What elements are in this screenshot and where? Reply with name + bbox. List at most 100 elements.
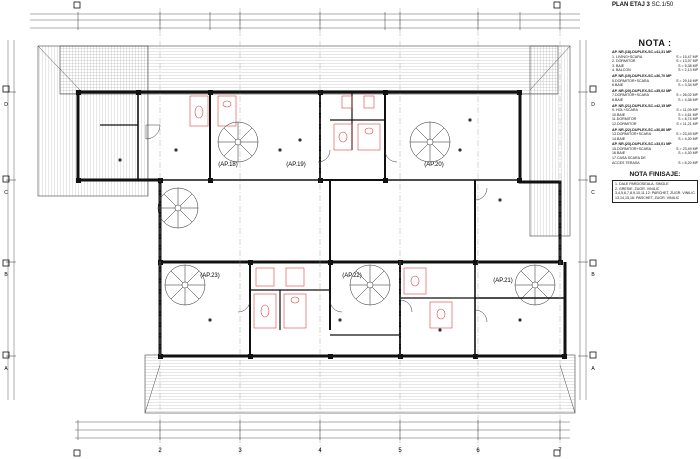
spiral-stair-ap23: [164, 264, 206, 306]
nota-room-label: 2. DORMITOR: [612, 59, 636, 64]
grid-row-label-left: B: [4, 272, 8, 278]
nota-section-header: AP. NR.(19)-DUPLEX-SC.=36,70 MP: [612, 73, 672, 78]
nota-area-row: 12.DORMITOR S = 11,21 MP: [612, 122, 698, 127]
grid-column-label: 3: [238, 448, 242, 454]
grid-row-label-left: D: [4, 102, 8, 108]
nota-room-area: S = 29,16 MP: [676, 78, 698, 83]
structural-columns: [76, 90, 567, 359]
nota-room-label: 15.DORMITOR+SCARA: [612, 146, 651, 151]
grid-row-label-right: D: [591, 102, 595, 108]
nota-room-label: 5.DORMITOR+SCARA: [612, 78, 649, 83]
apartment-label: (AP.22): [342, 273, 362, 279]
roof-eaves: [37, 45, 576, 414]
nota-room-area: S = 6,20 MP: [678, 160, 698, 165]
nota-room-area: S = 11,09 MP: [676, 108, 698, 113]
nota-section-header: AP. NR.(21)-DUPLEX-SC.=42,15 MP: [612, 103, 672, 108]
dimension-ticks: [6, 12, 588, 440]
nota-room-area: S = 15,47 MP: [676, 54, 698, 59]
apartment-label: (AP.23): [200, 273, 220, 279]
nota-finisaje-title: NOTA FINISAJE:: [629, 171, 681, 179]
nota-area-row: 14.BAIE S = 4,30 MP: [612, 137, 698, 142]
nota-area-row: 9. HOL+SCARA S = 11,09 MP: [612, 108, 698, 113]
nota-area-row: 2. DORMITOR S = 13,97 MP: [612, 59, 698, 64]
apartment-label: (AP.21): [493, 278, 513, 284]
spiral-stair-ap18: [157, 187, 199, 229]
nota-area-row: 7.DORMITOR+SCARA S = 26,02 MP: [612, 93, 698, 98]
nota-room-label: 14.BAIE: [612, 136, 626, 141]
nota-room-label: 13.DORMITOR+SCARA: [612, 132, 651, 137]
nota-room-label: 17.CASA SCARA DE: [612, 156, 646, 161]
exterior-walls: [76, 90, 567, 358]
plan-title-text: PLAN ETAJ 3: [612, 2, 650, 8]
grid-column-label: 2: [158, 448, 162, 454]
nota-room-label: 4. BALCON: [612, 68, 631, 73]
nota-area-row: 6.BAIE S = 3,34 MP: [612, 83, 698, 88]
nota-room-area: S = 11,21 MP: [676, 121, 698, 126]
nota-room-label: 8.BAIE: [612, 97, 624, 102]
nota-area-row: 17.CASA SCARA DE: [612, 156, 698, 161]
nota-title: NOTA :: [638, 38, 672, 48]
bathroom-fixtures: [189, 95, 453, 329]
nota-area-row: 3. BAIE S = 5,38 MP: [612, 64, 698, 69]
apartment-label: (AP.20): [424, 162, 444, 168]
grid-corner-markers: [2, 1, 597, 457]
grid-column-label: 6: [476, 448, 480, 454]
grid-row-label-left: C: [4, 190, 8, 196]
door-swings: [145, 124, 488, 323]
spiral-stair-ap20: [409, 121, 451, 163]
nota-area-row: 15.DORMITOR+SCARA S = 23,49 MP: [612, 147, 698, 152]
nota-room-area: S = 3,34 MP: [678, 83, 698, 88]
grid-row-label-left: A: [4, 366, 8, 372]
nota-room-label: 12.DORMITOR: [612, 121, 637, 126]
spiral-stair-ap22: [349, 264, 391, 306]
nota-room-label: 1. LIVING+SCARA: [612, 54, 643, 59]
plan-scale: SC.1/50: [651, 2, 674, 8]
nota-room-area: S = 4,61 MP: [678, 112, 698, 117]
nota-area-row: 1. LIVING+SCARA S = 15,47 MP: [612, 55, 698, 60]
nota-area-row: 11.DORMITOR S = 8,74 MP: [612, 117, 698, 122]
nota-room-label: 11.DORMITOR: [612, 117, 637, 122]
nota-room-area: S = 4,38 MP: [678, 97, 698, 102]
nota-room-area: S = 4,30 MP: [678, 151, 698, 156]
apartment-label: (AP.19): [286, 162, 306, 168]
grid-column-label: 7: [558, 448, 562, 454]
nota-room-area: S = 13,97 MP: [676, 59, 698, 64]
finisaje-line: 2. GRESIE, ZUGR. VINILIC: [615, 186, 660, 191]
ceiling-markers: [118, 118, 522, 332]
nota-room-label: 3. BAIE: [612, 63, 625, 68]
nota-room-label: 10.BAIE: [612, 112, 626, 117]
grid-column-label: 4: [318, 448, 322, 454]
nota-room-area: S = 4,30 MP: [678, 136, 698, 141]
nota-room-label: ACCES TERASA: [612, 160, 640, 165]
nota-area-row: ACCES TERASA S = 6,20 MP: [612, 161, 698, 166]
nota-room-label: 7.DORMITOR+SCARA: [612, 93, 649, 98]
nota-section-header: AP. NR.(23)-DUPLEX-SC.=33,01 MP: [612, 142, 672, 147]
nota-room-area: S = 2,13 MP: [678, 68, 698, 73]
grid-row-label-right: B: [591, 272, 595, 278]
nota-area-row: 8.BAIE S = 4,38 MP: [612, 98, 698, 103]
dimension-lines: [7, 8, 587, 455]
nota-area-row: 5.DORMITOR+SCARA S = 29,16 MP: [612, 79, 698, 84]
finisaje-line: 13,14,15,16: PARCHET, ZUGR. VINILIC: [615, 196, 680, 201]
nota-area-row: 4. BALCON S = 2,13 MP: [612, 68, 698, 73]
nota-room-label: 6.BAIE: [612, 83, 624, 88]
nota-room-area: S = 8,74 MP: [678, 117, 698, 122]
interior-walls: [100, 92, 565, 356]
nota-room-label: 9. HOL+SCARA: [612, 108, 638, 113]
grid-row-label-right: C: [591, 190, 595, 196]
nota-room-label: 16.BAIE: [612, 151, 626, 156]
nota-room-area: S = 26,02 MP: [676, 93, 698, 98]
finisaje-line: 3,4,5,6,7,8,9,10,11,12: PARCHET, ZUGR. V…: [615, 191, 695, 196]
nota-room-area: S = 5,38 MP: [678, 63, 698, 68]
spiral-stair-ap21: [514, 264, 556, 306]
nota-section-header: AP. NR.(18)-DUPLEX-SC.=41,31 MP: [612, 50, 672, 54]
grid-row-label-right: A: [591, 366, 595, 372]
nota-room-area: S = 23,49 MP: [676, 146, 698, 151]
nota-area-row: 16.BAIE S = 4,30 MP: [612, 151, 698, 156]
